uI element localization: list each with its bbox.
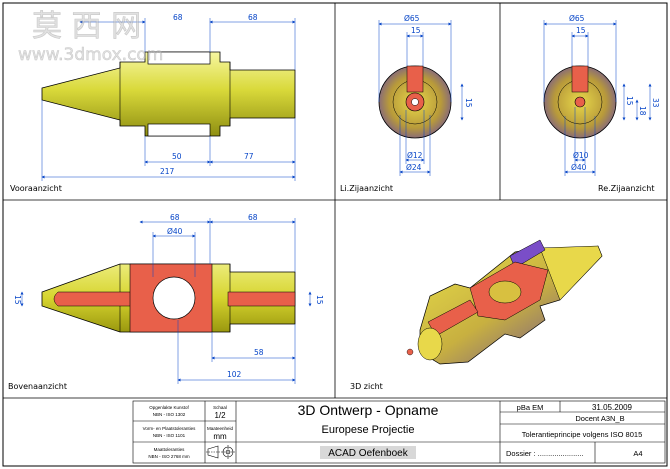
right-dim-5: 18 [638,106,647,116]
date: 31.05.2009 [592,403,633,412]
front-dim-1: 68 [173,13,183,22]
proj-label: Opgenlakte Kunstof [149,405,189,410]
top-dim-3: Ø40 [167,227,183,236]
watermark-chinese: 莫 西 网 [32,9,141,44]
projection-symbol-icon [206,445,235,459]
left-side-view: Ø65 15 15 Ø12 Ø24 Li.Zijaanzicht [340,14,473,193]
iso-view-label: 3D zicht [350,382,383,391]
tolerance-principle: Tolerantieprincipe volgens ISO 8015 [522,430,643,439]
right-dim-7: Ø40 [571,163,587,172]
left-dim-1: Ø65 [404,14,420,23]
right-view-label: Re.Zijaanzicht [598,184,655,193]
right-dim-1: Ø65 [569,14,585,23]
tol-label: Maattoleranties [154,447,186,452]
left-dim-3: 15 [464,98,473,108]
front-dim-2: 68 [248,13,258,22]
left-dim-5: Ø24 [406,163,422,172]
right-dim-4: 33 [651,98,660,108]
front-dim-5: 217 [160,167,175,176]
title-block [132,400,666,464]
front-groove-top [147,51,211,65]
title-block-text: Opgenlakte Kunstof NBN - ISO 1302 Schaal… [143,402,643,459]
right-dim-6: Ø10 [573,151,589,160]
right-dim-3: 15 [625,96,634,106]
left-view-label: Li.Zijaanzicht [340,184,393,193]
front-view: 68 68 50 77 217 Vooraanzicht [10,13,296,193]
unit-label: Maateenheid [207,426,234,431]
right-dim-2: 15 [576,26,586,35]
top-dim-6: 58 [254,348,264,357]
right-bore [574,96,586,108]
top-dim-5: 15 [315,295,324,305]
book-name: ACAD Oefenboek [328,448,408,459]
left-dim-2: 15 [411,26,421,35]
iso-cone [539,245,603,301]
iso-bore [488,280,522,304]
front-view-label: Vooraanzicht [10,184,62,193]
front-groove-bottom [147,123,211,137]
proj-norm: NBN - ISO 1302 [153,412,186,417]
top-dim-2: 68 [248,213,258,222]
left-slot [406,65,424,93]
watermark-site: www.3dmox.com [18,45,163,65]
scale-label: Schaal [213,405,227,410]
left-dim-4: Ø12 [407,151,423,160]
top-dim-1: 68 [170,213,180,222]
surface-label: Vorm- en Plaatstoleranties [143,426,197,431]
dossier: Dossier : ...................... [506,449,584,458]
top-view: 68 68 Ø40 15 15 58 102 Bovenaanzicht [8,213,324,391]
right-slot [571,65,589,93]
drawing-title: 3D Ontwerp - Opname [298,402,439,418]
drawing-subtitle: Europese Projectie [322,424,415,436]
front-dim-3: 50 [172,152,182,161]
surface-norm: NBN - ISO 1101 [153,433,186,438]
right-side-view: Ø65 15 15 33 18 Ø10 Ø40 Re.Zijaanzicht [543,14,660,193]
tol-norm: NBN - ISO 2768 mm [148,454,190,459]
top-dim-4: 15 [13,295,22,305]
front-dim-4: 77 [244,152,254,161]
iso-end-face [417,327,443,361]
top-view-label: Bovenaanzicht [8,382,67,391]
paper-format: A4 [633,449,642,458]
watermark: 莫 西 网 www.3dmox.com [18,9,164,66]
iso-view: 3D zicht [350,239,603,391]
top-bore [152,276,196,320]
unit-value: mm [213,432,227,441]
scale-value: 1/2 [214,411,226,420]
top-dim-7: 102 [227,370,242,379]
author: pBa EM [517,403,544,412]
docent: Docent A3N_B [575,414,624,423]
